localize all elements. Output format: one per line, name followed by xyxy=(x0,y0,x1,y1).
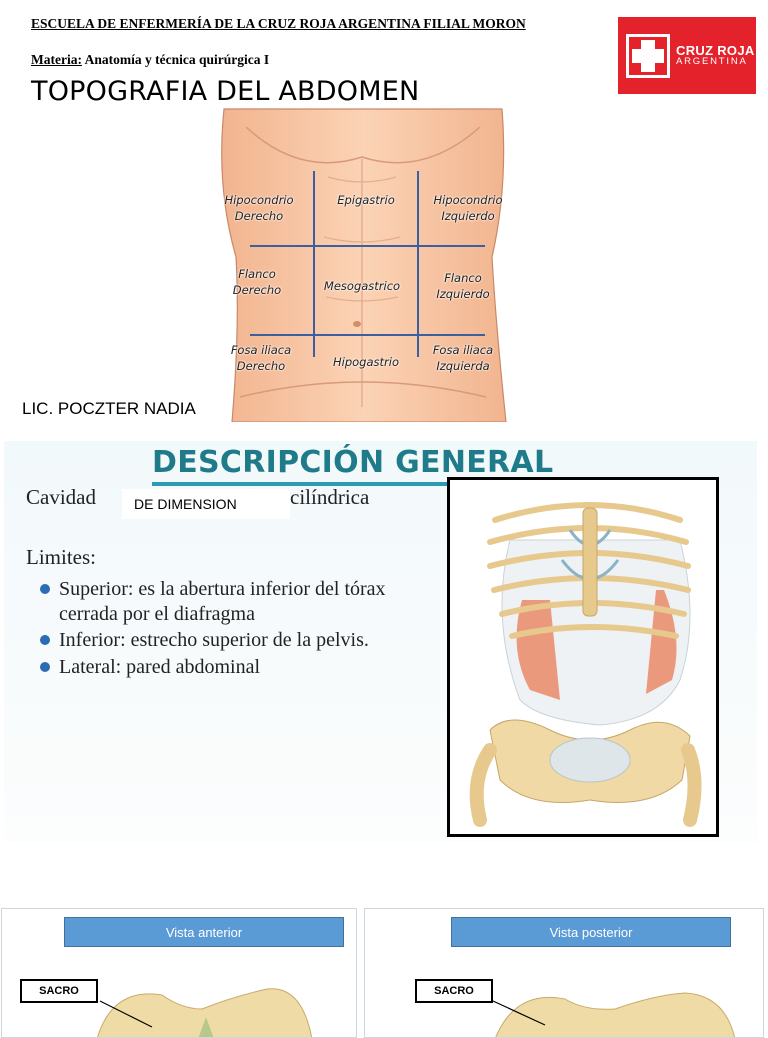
region-mesogastrico: Mesogastrico xyxy=(323,279,401,293)
subject-value: Anatomía y técnica quirúrgica I xyxy=(81,52,270,67)
cavity-text-start: Cavidad xyxy=(26,485,96,509)
sacro-label-anterior: SACRO xyxy=(20,979,98,1003)
ribcage-pelvis-illustration xyxy=(469,502,702,827)
red-cross-icon xyxy=(626,33,670,78)
subject-label: Materia: xyxy=(31,52,82,67)
slide-title: DESCRIPCIÓN GENERAL xyxy=(152,445,554,480)
anterior-view-banner: Vista anterior xyxy=(64,917,344,947)
torso-illustration-frame xyxy=(447,477,719,837)
limits-list: Superior: es la abertura inferior del tó… xyxy=(40,577,419,681)
bullet-dot-icon xyxy=(40,661,50,672)
sacro-label-posterior: SACRO xyxy=(415,979,493,1003)
abdomen-illustration xyxy=(221,108,507,423)
posterior-view-banner: Vista posterior xyxy=(451,917,731,947)
logo-line1: CRUZ ROJA xyxy=(676,42,755,58)
logo-line2: ARGENTINA xyxy=(676,56,748,68)
region-hipogastrio: Hipogastrio xyxy=(333,355,399,369)
subject-line: Materia: Anatomía y técnica quirúrgica I xyxy=(31,52,269,68)
limit-item: Superior: es la abertura inferior del tó… xyxy=(40,577,419,626)
page-title: TOPOGRAFIA DEL ABDOMEN xyxy=(31,76,420,107)
title-underline xyxy=(152,482,607,486)
pelvis-posterior-illustration xyxy=(492,992,735,1037)
author-name: LIC. POCZTER NADIA xyxy=(22,399,196,418)
cruz-roja-logo: CRUZ ROJA ARGENTINA xyxy=(618,17,756,94)
limit-item: Lateral: pared abdominal xyxy=(40,655,419,680)
limit-item: Inferior: estrecho superior de la pelvis… xyxy=(40,628,419,653)
school-name: ESCUELA DE ENFERMERÍA DE LA CRUZ ROJA AR… xyxy=(31,16,526,31)
bullet-dot-icon xyxy=(40,584,50,594)
cavity-text-end: cilíndrica xyxy=(290,485,370,509)
description-slide: DESCRIPCIÓN GENERAL Cavidad cilíndrica D… xyxy=(4,441,757,842)
limits-heading: Limites: xyxy=(26,545,96,569)
pelvis-panel-posterior: Vista posterior SACRO xyxy=(364,908,764,1038)
region-epigastrio: Epigastrio xyxy=(337,193,395,207)
bullet-dot-icon xyxy=(40,635,50,645)
cavity-overlay-label: DE DIMENSION xyxy=(122,489,290,519)
pelvis-anterior-illustration xyxy=(97,988,313,1037)
pelvis-panel-anterior: Vista anterior SACRO xyxy=(1,908,357,1038)
